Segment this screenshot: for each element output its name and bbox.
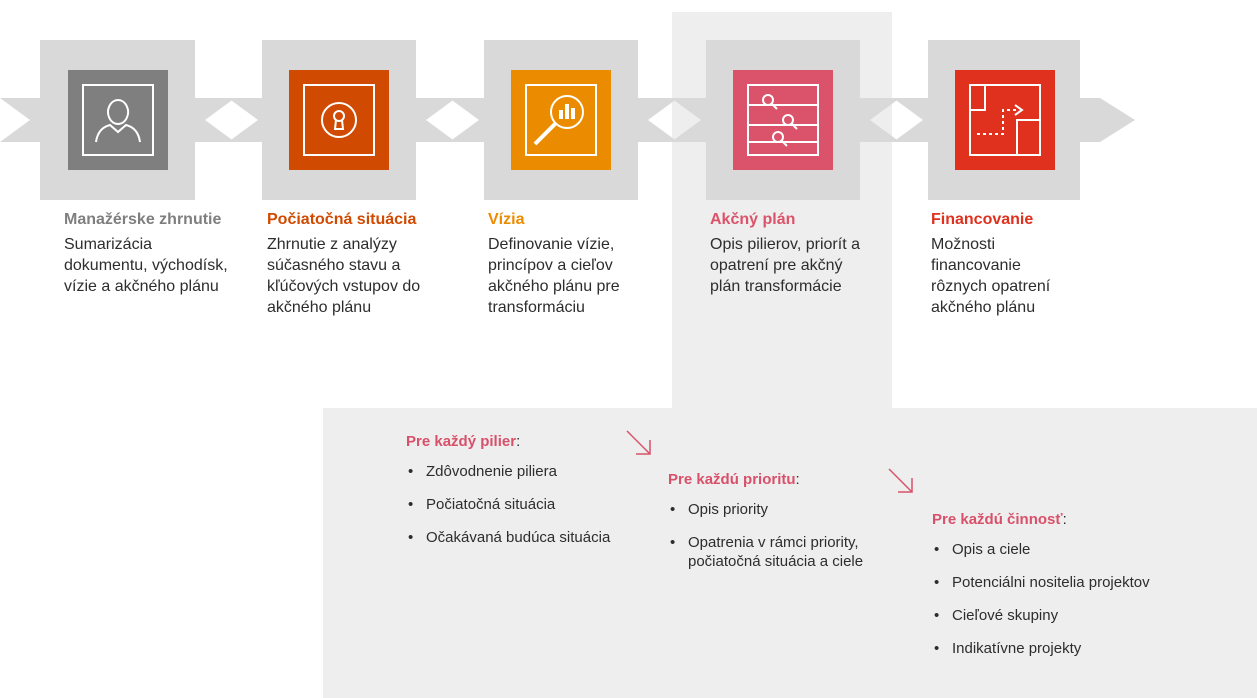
stage-4-description: Opis pilierov, priorít a opatrení pre ak… <box>710 236 860 295</box>
stage-4-icon-tile <box>733 70 833 170</box>
stage-1-text: Manažérske zhrnutie Sumarizácia dokument… <box>64 210 234 297</box>
list-item: •Opis a ciele <box>934 541 1031 558</box>
stage-5-title: Financovanie <box>931 211 1034 228</box>
path-map-icon <box>955 70 1055 170</box>
bullet: • <box>670 534 676 551</box>
stage-5-text: Financovanie Možnosti financovanie rôzny… <box>931 210 1071 318</box>
list-item: •Opatrenia v rámci priority, počiatočná … <box>670 534 864 570</box>
stage-3-title: Vízia <box>488 211 525 228</box>
bullet: • <box>934 640 940 657</box>
list-item: •Počiatočná situácia <box>408 496 556 513</box>
stage-1-icon-tile <box>68 70 168 170</box>
stage-3-description: Definovanie vízie, princípov a cieľov ak… <box>488 236 620 316</box>
sliders-search-icon <box>733 70 833 170</box>
arrow-down-right-icon <box>888 468 913 493</box>
detail-activity-title: Pre každú činnosť: <box>932 511 1067 528</box>
detail-activity: Pre každú činnosť: •Opis a ciele •Potenc… <box>932 510 1152 672</box>
bullet: • <box>408 463 414 480</box>
process-chevron-band <box>0 40 1135 200</box>
stage-2-text: Počiatočná situácia Zhrnutie z analýzy s… <box>267 210 437 318</box>
bullet: • <box>934 607 940 624</box>
detail-priority-title: Pre každú prioritu: <box>668 471 800 488</box>
magnifier-chart-icon <box>511 70 611 170</box>
stage-1-description: Sumarizácia dokumentu, východísk, vízie … <box>64 236 228 295</box>
detail-pillar: Pre každý pilier: •Zdôvodnenie piliera •… <box>406 432 621 561</box>
stage-4-title: Akčný plán <box>710 211 796 228</box>
stage-5-icon-tile <box>955 70 1055 170</box>
stage-2-title: Počiatočná situácia <box>267 211 417 228</box>
list-item: •Potenciálni nositelia projektov <box>934 574 1150 591</box>
list-item: •Cieľové skupiny <box>934 607 1059 624</box>
stage-3-icon-tile <box>511 70 611 170</box>
stage-5-description: Možnosti financovanie rôznych opatrení a… <box>931 236 1051 316</box>
stage-2-description: Zhrnutie z analýzy súčasného stavu a kľú… <box>267 236 421 316</box>
bullet: • <box>408 529 414 546</box>
list-item: •Očakávaná budúca situácia <box>408 529 611 546</box>
stage-4-text: Akčný plán Opis pilierov, priorít a opat… <box>710 210 870 297</box>
bullet: • <box>670 501 676 518</box>
bullet: • <box>934 574 940 591</box>
arrow-down-right-icon <box>626 430 651 455</box>
list-item: •Indikatívne projekty <box>934 640 1082 657</box>
detail-priority: Pre každú prioritu: •Opis priority •Opat… <box>668 470 878 585</box>
bullet: • <box>408 496 414 513</box>
keyhole-icon <box>289 70 389 170</box>
list-item: •Opis priority <box>670 501 769 518</box>
stage-2-icon-tile <box>289 70 389 170</box>
stage-1-title: Manažérske zhrnutie <box>64 211 222 228</box>
list-item: •Zdôvodnenie piliera <box>408 463 557 480</box>
detail-pillar-title: Pre každý pilier: <box>406 433 521 450</box>
stage-3-text: Vízia Definovanie vízie, princípov a cie… <box>488 210 638 318</box>
bullet: • <box>934 541 940 558</box>
person-icon <box>68 70 168 170</box>
